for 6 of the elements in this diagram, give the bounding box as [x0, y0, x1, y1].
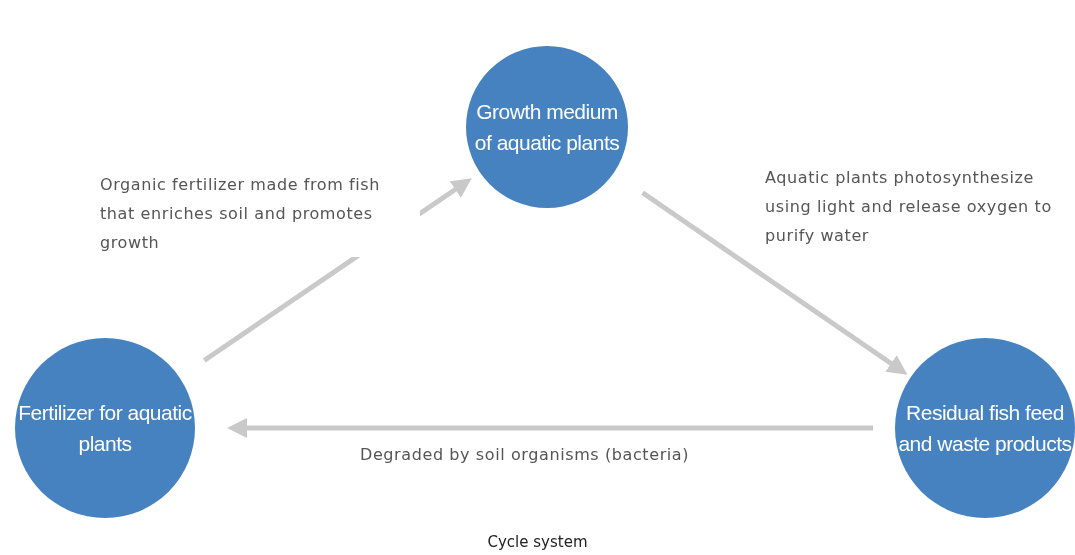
circle-label: Growth medium of aquatic plants [473, 98, 621, 156]
arrow [227, 418, 873, 438]
circle-label: Fertilizer for aquatic plants [17, 399, 193, 457]
circle-label: Residual fish feed and waste products [897, 399, 1073, 457]
caption: Cycle system [486, 533, 589, 551]
arrow [641, 190, 908, 375]
